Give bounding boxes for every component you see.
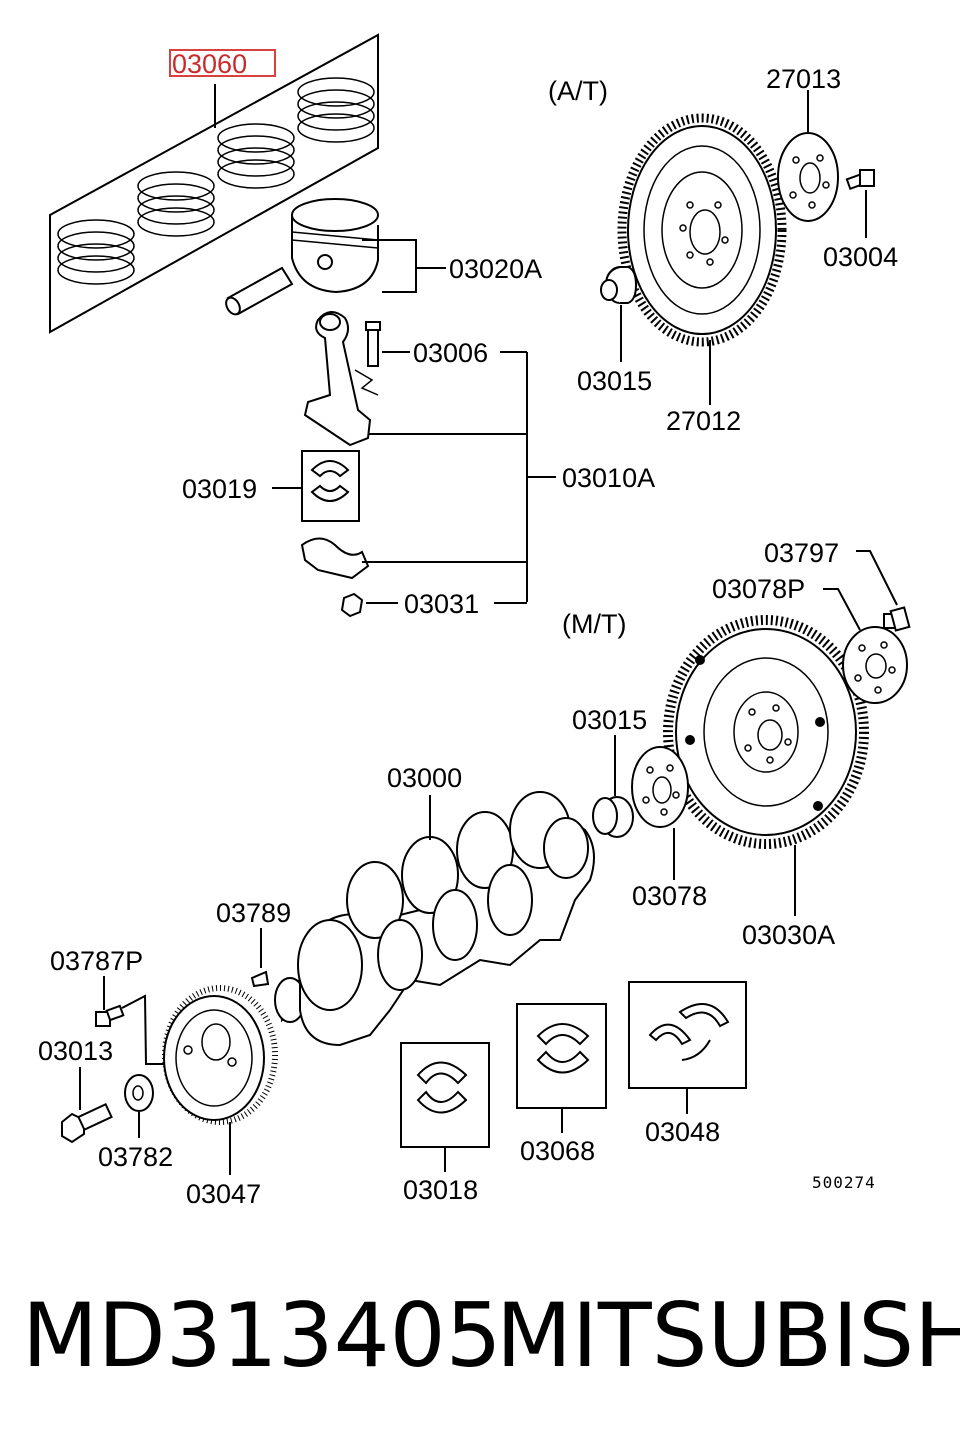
adapter-plate-27013: [777, 132, 839, 222]
main-bearing-03018: [400, 1042, 490, 1148]
ring-stack-2: [137, 171, 215, 237]
main-bearing-03068: [516, 1003, 607, 1109]
brand-caption: MITSUBISHI: [496, 1284, 960, 1387]
connecting-rod-assembly: 03006 03010A: [303, 311, 655, 602]
label-03797[interactable]: 03797: [764, 538, 839, 568]
label-03006[interactable]: 03006: [413, 338, 488, 368]
label-27012[interactable]: 27012: [666, 406, 741, 436]
ring-stack-4: [297, 77, 375, 143]
rod-bearing-03019: 03019: [182, 450, 360, 522]
bushing-03015-at: [600, 266, 638, 304]
rod-nut: 03031: [340, 589, 527, 619]
piston-assembly: 03020A: [225, 198, 542, 316]
rod-bolt: [365, 321, 381, 367]
label-03789[interactable]: 03789: [216, 898, 291, 928]
ring-set-panel: [49, 33, 379, 334]
crankshaft-03000: [274, 791, 595, 1047]
label-03078P[interactable]: 03078P: [712, 574, 805, 604]
washer-03782: [124, 1074, 154, 1112]
rod-cap: [300, 537, 527, 580]
bracket-03020A: [362, 239, 417, 293]
label-03068[interactable]: 03068: [520, 1136, 595, 1166]
label-03031[interactable]: 03031: [404, 589, 479, 619]
label-03019[interactable]: 03019: [182, 474, 257, 504]
label-03004[interactable]: 03004: [823, 242, 898, 272]
label-27013[interactable]: 27013: [766, 64, 841, 94]
label-03048[interactable]: 03048: [645, 1117, 720, 1147]
spacer-plate-03078: [631, 746, 689, 828]
ring-stack-3: [217, 123, 295, 189]
label-03030A[interactable]: 03030A: [742, 920, 835, 950]
key-03789: [250, 970, 270, 988]
label-03782[interactable]: 03782: [98, 1142, 173, 1172]
label-03020A[interactable]: 03020A: [449, 254, 542, 284]
flywheel-03030A: [663, 615, 869, 849]
bolt-03797: [883, 606, 911, 632]
label-mt: (M/T): [562, 609, 626, 639]
label-at: (A/T): [548, 76, 608, 106]
label-03078[interactable]: 03078: [632, 881, 707, 911]
ring-stack-1: [57, 219, 135, 285]
label-03015-mt[interactable]: 03015: [572, 705, 647, 735]
piston-crown: [291, 198, 379, 232]
label-03060[interactable]: 03060: [172, 49, 247, 79]
piston-pin: [225, 266, 294, 316]
label-03015-at[interactable]: 03015: [577, 366, 652, 396]
label-03013[interactable]: 03013: [38, 1036, 113, 1066]
label-03000[interactable]: 03000: [387, 763, 462, 793]
label-03018[interactable]: 03018: [403, 1175, 478, 1205]
bolt-03013: [61, 1102, 113, 1144]
diagram-reference-number: 500274: [812, 1173, 876, 1192]
drive-plate-27012: [617, 113, 787, 347]
label-03010A[interactable]: 03010A: [562, 463, 655, 493]
piston-ring-set: 03060: [49, 33, 379, 334]
bolt-03004: [845, 169, 875, 191]
label-03787P[interactable]: 03787P: [50, 946, 143, 976]
box-03019: [301, 450, 360, 522]
adapter-plate-03078P: [842, 626, 908, 704]
connecting-rod: [303, 311, 372, 447]
label-03047[interactable]: 03047: [186, 1179, 261, 1209]
damper-pulley-03047: [162, 985, 278, 1125]
bushing-03015-mt: [592, 796, 634, 838]
highlight-box-03060[interactable]: [169, 49, 276, 77]
thrust-washer-03048: [628, 981, 747, 1089]
part-number-caption: MD313405: [22, 1284, 502, 1387]
bolt-03787P: [95, 1004, 125, 1027]
